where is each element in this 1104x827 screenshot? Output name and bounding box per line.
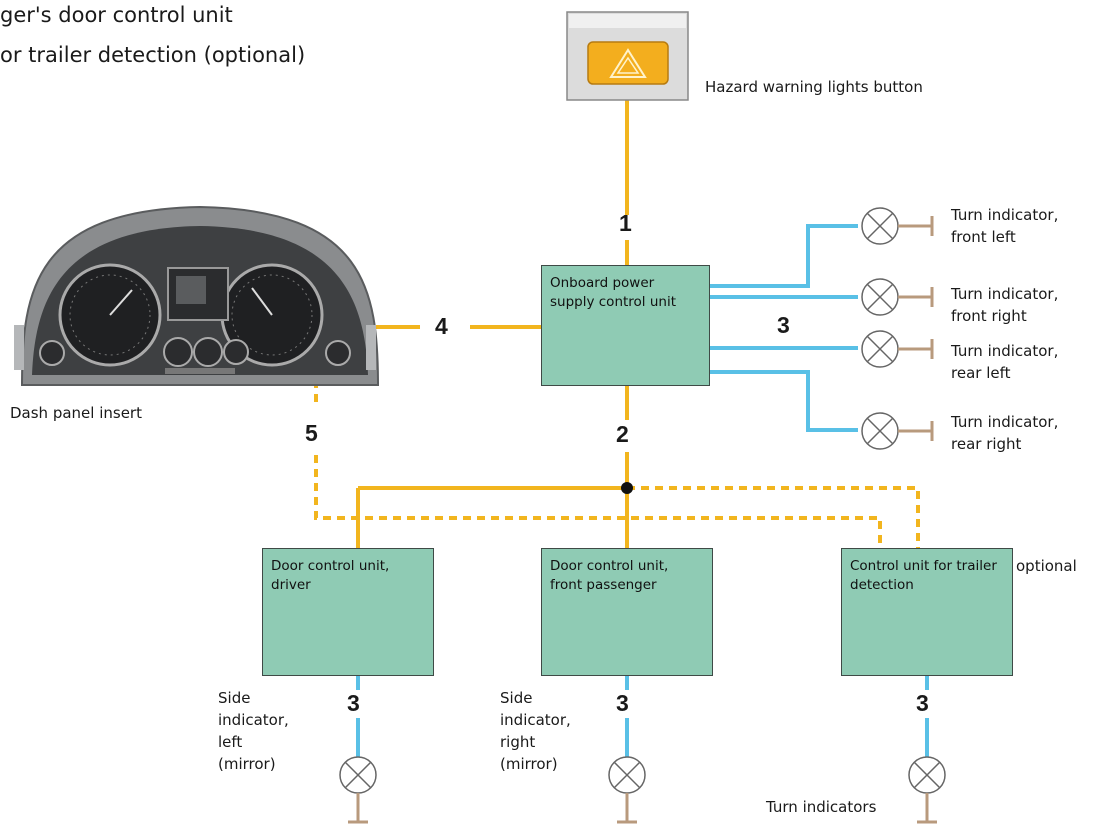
lamp-trailer-icon xyxy=(908,756,946,824)
hazard-button-label: Hazard warning lights button xyxy=(705,78,923,96)
dash-panel-icon xyxy=(14,205,380,386)
hazard-button-icon xyxy=(566,11,689,101)
bus-number-5: 5 xyxy=(305,420,318,446)
lamp-label-front-right: Turn indicator, front right xyxy=(951,283,1058,327)
lamp-label-line: Side xyxy=(500,689,533,707)
bus-number-3-trailer: 3 xyxy=(916,690,929,716)
lamp-front-right-icon xyxy=(861,278,934,316)
lamp-label-line: indicator, xyxy=(218,711,289,729)
door-control-unit-passenger: Door control unit, front passenger xyxy=(541,548,713,676)
lamp-side-left-icon xyxy=(339,756,377,824)
bus-number-2: 2 xyxy=(616,421,629,447)
blue-wires xyxy=(356,224,929,757)
lamp-rear-left-icon xyxy=(861,330,934,368)
lamp-label-turn-indicators: Turn indicators xyxy=(766,798,877,816)
junction-dot xyxy=(621,482,633,494)
bus-5-lower xyxy=(314,455,882,548)
lamp-label-line: Turn indicator, xyxy=(951,206,1059,224)
lamp-label-line: Turn indicator, xyxy=(951,285,1059,303)
lamp-label-side-left: Side indicator, left (mirror) xyxy=(218,687,289,775)
lamp-label-line: rear right xyxy=(951,435,1022,453)
lamp-label-line: right xyxy=(500,733,536,751)
header-line-2: or trailer detection (optional) xyxy=(0,43,306,67)
lamp-label-line: left xyxy=(218,733,243,751)
lamp-label-rear-left: Turn indicator, rear left xyxy=(951,340,1058,384)
lamp-label-line: Turn indicator, xyxy=(951,342,1059,360)
bus-number-4: 4 xyxy=(435,313,448,339)
header-line-1: ger's door control unit xyxy=(0,3,233,27)
lamp-label-line: rear left xyxy=(951,364,1011,382)
optional-label: optional xyxy=(1016,557,1077,575)
lamp-label-line: (mirror) xyxy=(500,755,558,773)
wire-front-left xyxy=(710,224,858,288)
lamp-label-line: front left xyxy=(951,228,1016,246)
bus-number-3-right: 3 xyxy=(777,312,790,338)
dash-panel-label: Dash panel insert xyxy=(10,404,142,422)
wire-rear-right xyxy=(710,370,858,432)
lamp-front-left-icon xyxy=(861,207,934,245)
bus-number-3-passenger: 3 xyxy=(616,690,629,716)
onboard-power-supply-unit: Onboard power supply control unit xyxy=(541,265,710,386)
lamp-side-right-icon xyxy=(608,756,646,824)
lamp-label-side-right: Side indicator, right (mirror) xyxy=(500,687,571,775)
lamp-group-right xyxy=(861,207,934,450)
lamp-label-front-left: Turn indicator, front left xyxy=(951,204,1058,248)
bus-number-3-driver: 3 xyxy=(347,690,360,716)
bus-number-1: 1 xyxy=(619,210,632,236)
lamp-label-line: indicator, xyxy=(500,711,571,729)
lamp-label-rear-right: Turn indicator, rear right xyxy=(951,411,1058,455)
lamp-group-bottom xyxy=(339,756,946,824)
lamp-label-line: (mirror) xyxy=(218,755,276,773)
lamp-label-line: Side xyxy=(218,689,251,707)
trailer-detection-unit: Control unit for trailer detection xyxy=(841,548,1013,676)
lamp-rear-right-icon xyxy=(861,412,934,450)
lamp-label-line: Turn indicator, xyxy=(951,413,1059,431)
lamp-label-line: front right xyxy=(951,307,1027,325)
door-control-unit-driver: Door control unit, driver xyxy=(262,548,434,676)
dashed-bus-lines xyxy=(314,380,920,548)
